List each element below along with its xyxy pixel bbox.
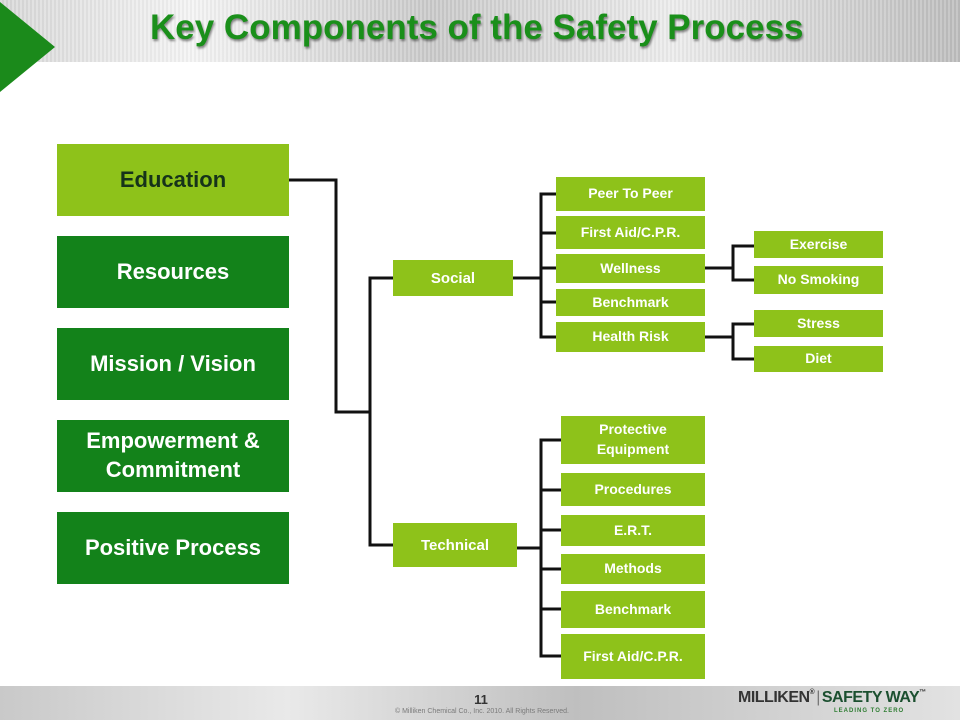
- health-risk-item-stress: Stress: [754, 310, 883, 337]
- brand-separator: |: [816, 689, 820, 706]
- technical-item-methods: Methods: [561, 554, 705, 584]
- health-risk-item-diet: Diet: [754, 346, 883, 372]
- social-item-first-aid: First Aid/C.P.R.: [556, 216, 705, 249]
- technical-item-procedures: Procedures: [561, 473, 705, 506]
- wellness-item-exercise: Exercise: [754, 231, 883, 258]
- brand-trademark: ™: [919, 689, 926, 696]
- brand-logo: MILLIKEN®|SAFETY WAY™ LEADING TO ZERO: [738, 688, 946, 718]
- technical-item-benchmark: Benchmark: [561, 591, 705, 628]
- branch-social: Social: [393, 260, 513, 296]
- green-arrow-icon: [0, 2, 55, 92]
- wellness-item-no-smoking: No Smoking: [754, 266, 883, 294]
- page-number: 11: [474, 692, 488, 707]
- component-empowerment-commitment: Empowerment & Commitment: [57, 420, 289, 492]
- social-item-wellness: Wellness: [556, 254, 705, 283]
- page-title: Key Components of the Safety Process: [150, 8, 804, 47]
- technical-item-ert: E.R.T.: [561, 515, 705, 546]
- social-item-health-risk: Health Risk: [556, 322, 705, 352]
- brand-wordmark: MILLIKEN®|SAFETY WAY™: [738, 689, 926, 707]
- brand-tagline: LEADING TO ZERO: [834, 708, 905, 714]
- connector-education: [287, 178, 372, 414]
- header-band: [0, 0, 960, 62]
- social-item-peer-to-peer: Peer To Peer: [556, 177, 705, 211]
- branch-technical: Technical: [393, 523, 517, 567]
- brand-registered-mark: ®: [809, 689, 815, 696]
- brand-product: SAFETY WAY: [821, 689, 920, 706]
- social-item-benchmark: Benchmark: [556, 289, 705, 316]
- footer-band: [0, 686, 960, 720]
- copyright-text: © Milliken Chemical Co., Inc. 2010. All …: [394, 708, 569, 715]
- component-education: Education: [57, 144, 289, 216]
- technical-item-first-aid: First Aid/C.P.R.: [561, 634, 705, 679]
- component-mission-vision: Mission / Vision: [57, 328, 289, 400]
- component-resources: Resources: [57, 236, 289, 308]
- technical-item-protective-equipment: Protective Equipment: [561, 416, 705, 464]
- brand-company: MILLIKEN: [738, 689, 810, 706]
- component-positive-process: Positive Process: [57, 512, 289, 584]
